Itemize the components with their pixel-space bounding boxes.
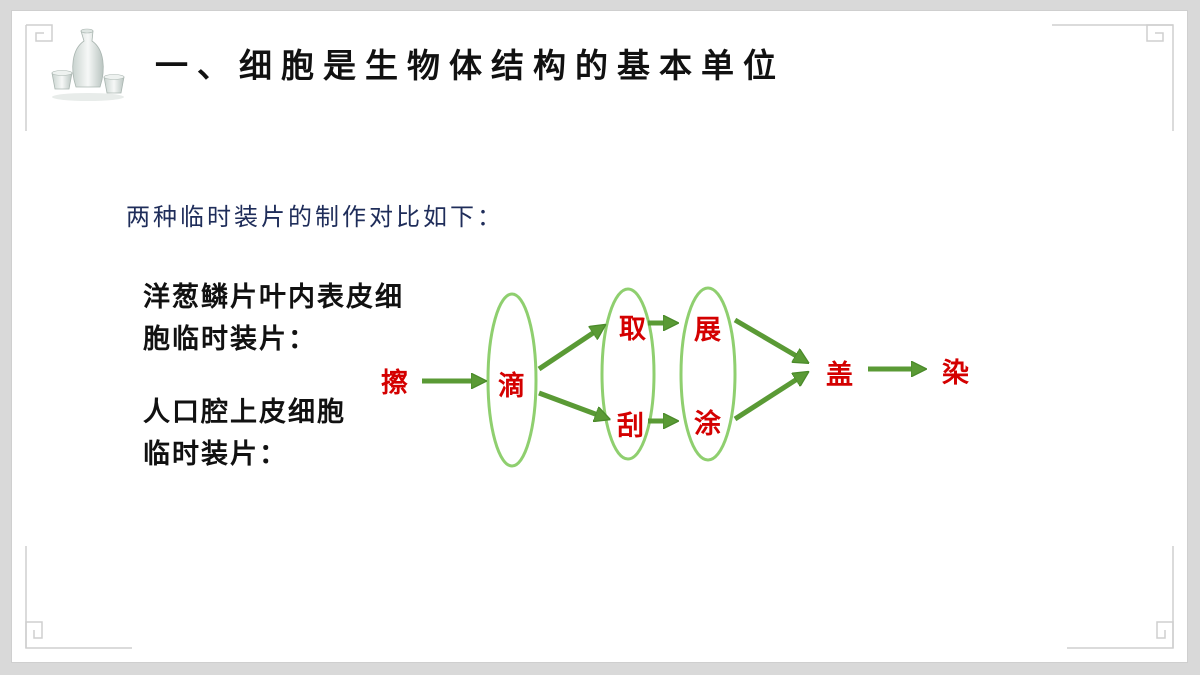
arrow-drop-to-take [537, 327, 602, 372]
step-stain: 染 [942, 358, 969, 389]
slide: 一、细胞是生物体结构的基本单位 两种临时装片的制作对比如下： 洋葱鳞片叶内表皮细… [12, 11, 1187, 662]
step-cover: 盖 [826, 360, 853, 391]
onion-label-line-1: 洋葱鳞片叶内表皮细 [143, 282, 404, 313]
arrow-drop-to-scrape [538, 390, 606, 418]
cheek-label-line-2: 临时装片： [143, 439, 288, 470]
step-take: 取 [619, 314, 646, 345]
cheek-slide-label: 人口腔上皮细胞 临时装片： [143, 392, 453, 476]
step-wipe: 擦 [381, 368, 408, 399]
drop-step-ellipse [486, 292, 538, 468]
comparison-intro: 两种临时装片的制作对比如下： [126, 203, 504, 231]
arrow-smear-to-cover [733, 374, 805, 422]
step-smear: 涂 [694, 408, 721, 440]
step-drop: 滴 [498, 370, 525, 402]
step-spread: 展 [694, 315, 721, 346]
onion-label-line-2: 胞临时装片： [143, 324, 317, 355]
step-scrape: 刮 [617, 411, 644, 442]
arrow-spread-to-cover [733, 317, 805, 361]
tea-set-icon [51, 28, 125, 101]
procedure-flow-diagram: 擦 滴 取 刮 展 涂 盖 染 [381, 286, 969, 468]
onion-slide-label: 洋葱鳞片叶内表皮细 胞临时装片： [143, 277, 453, 361]
spread-smear-ellipse [679, 286, 737, 462]
page-title: 一、细胞是生物体结构的基本单位 [155, 46, 785, 85]
take-scrape-ellipse [600, 287, 656, 461]
cheek-label-line-1: 人口腔上皮细胞 [143, 397, 346, 428]
